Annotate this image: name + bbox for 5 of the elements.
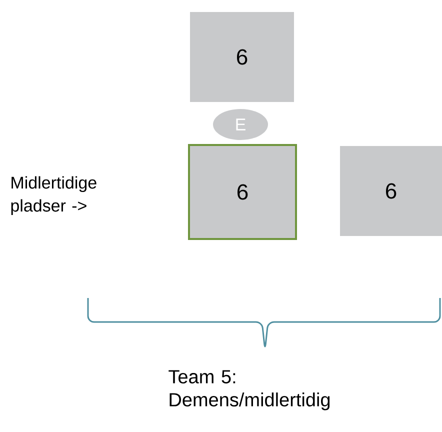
text-label: Team 5: Demens/midlertidig [168,370,330,410]
seat-box: 6 [340,146,442,236]
seat-box: 6 [190,12,294,102]
text-label: Midlertidige pladser -> [11,176,96,216]
seat-box: 6 [188,144,297,240]
